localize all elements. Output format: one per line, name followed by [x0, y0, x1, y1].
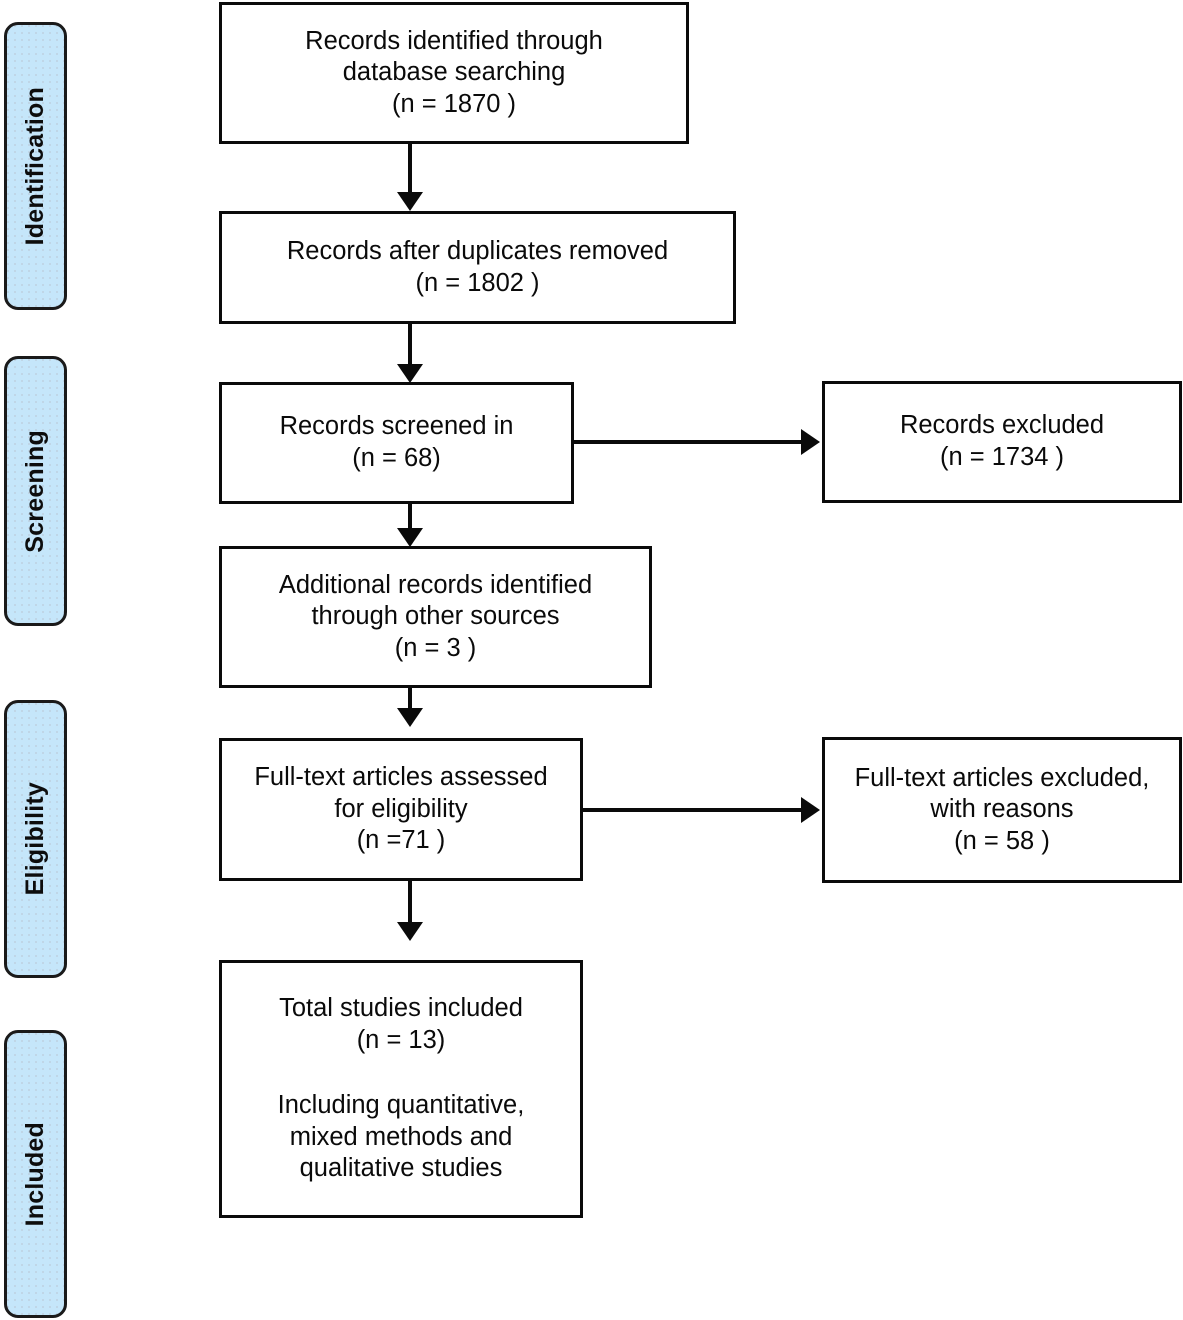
arrow-down-icon-additional-to-fulltext [397, 708, 423, 727]
box-fulltext-assessed: Full-text articles assessed for eligibil… [219, 738, 583, 881]
arrow-down-icon-identified-to-duplicates [397, 192, 423, 211]
connector-duplicates-to-screened [408, 324, 412, 366]
box-records-excluded-text: Records excluded (n = 1734 ) [899, 411, 1105, 471]
box-total-included-count-text: Total studies included (n = 13) [279, 993, 523, 1054]
connector-fulltext-to-excluded [583, 808, 803, 812]
box-total-included: Total studies included (n = 13) Includin… [219, 960, 583, 1218]
box-fulltext-assessed-text: Full-text articles assessed for eligibil… [254, 763, 548, 855]
box-records-identified-text: Records identified through database sear… [305, 26, 603, 118]
stage-label-included: Included [21, 1121, 49, 1227]
stage-pill-included: Included [4, 1030, 67, 1318]
box-total-included-types-text: Including quantitative, mixed methods an… [277, 1091, 525, 1183]
box-records-identified: Records identified through database sear… [219, 2, 689, 144]
stage-label-screening: Screening [21, 429, 49, 553]
box-fulltext-excluded: Full-text articles excluded, with reason… [822, 737, 1182, 883]
connector-identified-to-duplicates [408, 144, 412, 194]
arrow-down-icon-duplicates-to-screened [397, 364, 423, 383]
stage-label-eligibility: Eligibility [21, 782, 49, 896]
box-records-after-duplicates-text: Records after duplicates removed (n = 18… [286, 236, 669, 297]
arrow-down-icon-screened-to-additional [397, 528, 423, 547]
box-records-excluded: Records excluded (n = 1734 ) [822, 381, 1182, 503]
arrow-right-icon-screened-to-excluded [801, 429, 820, 455]
stage-pill-eligibility: Eligibility [4, 700, 67, 978]
connector-fulltext-to-total [408, 881, 412, 924]
box-additional-records-text: Additional records identified through ot… [278, 570, 593, 662]
connector-screened-to-additional [408, 504, 412, 530]
arrow-down-icon-fulltext-to-total [397, 922, 423, 941]
box-additional-records: Additional records identified through ot… [219, 546, 652, 688]
connector-screened-to-excluded [574, 440, 803, 444]
box-fulltext-excluded-text: Full-text articles excluded, with reason… [854, 763, 1150, 855]
arrow-right-icon-fulltext-to-excluded [801, 797, 820, 823]
box-records-screened-text: Records screened in (n = 68) [279, 412, 514, 472]
stage-pill-identification: Identification [4, 22, 67, 310]
connector-additional-to-fulltext [408, 688, 412, 710]
stage-label-identification: Identification [21, 86, 49, 246]
box-records-screened: Records screened in (n = 68) [219, 382, 574, 504]
stage-pill-screening: Screening [4, 356, 67, 626]
box-records-after-duplicates: Records after duplicates removed (n = 18… [219, 211, 736, 324]
